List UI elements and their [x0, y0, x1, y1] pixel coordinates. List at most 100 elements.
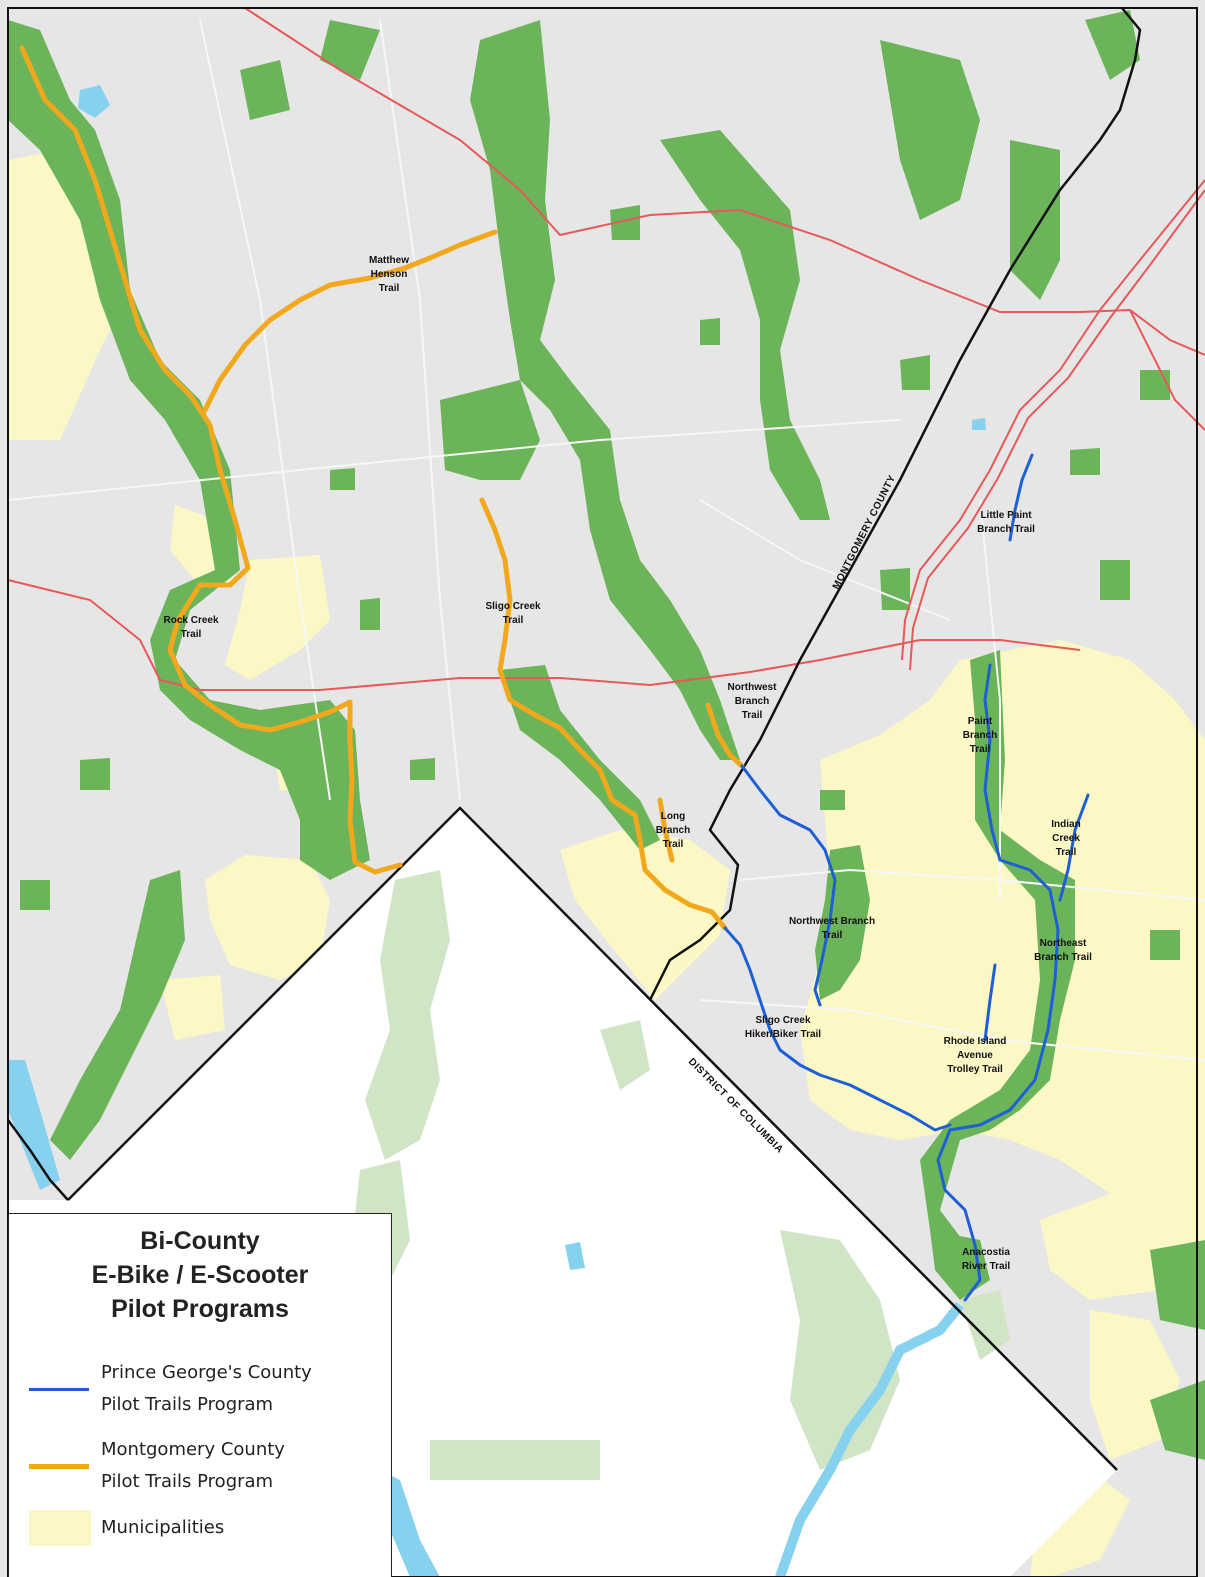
park-paint-branch-north [660, 130, 830, 520]
minor-road [739, 868, 1205, 901]
highway [244, 7, 1205, 356]
montgomery-trails-layer [19, 45, 745, 931]
park-northeast [880, 40, 980, 220]
highway [901, 179, 1205, 661]
municipality-area [560, 830, 730, 1000]
park-northeast-3 [1085, 10, 1140, 80]
minor-road [199, 19, 331, 801]
mc-trail-matthew-henson [202, 229, 498, 413]
legend-title-line: Bi-County [140, 1227, 260, 1255]
park-small [410, 758, 435, 780]
water-potomac [8, 1060, 60, 1190]
park-paint-branch-pg [920, 650, 1075, 1260]
mc-trail-northwest-branch [705, 702, 745, 769]
park-east [1150, 1240, 1205, 1330]
pg-trail-paint-branch [983, 663, 1002, 862]
pg-trail-northwest-branch [740, 764, 837, 1007]
park-small [820, 790, 845, 810]
legend-title: Bi-County E-Bike / E-Scooter Pilot Progr… [9, 1224, 391, 1326]
park-small [360, 598, 380, 630]
municipalities-layer [8, 150, 1205, 1577]
legend-title-line: Pilot Programs [111, 1295, 289, 1323]
pg-trail-anacostia [936, 1128, 982, 1302]
highway [1129, 309, 1205, 431]
park-small [320, 20, 380, 80]
water-body [565, 1242, 585, 1270]
minor-road [7, 419, 901, 501]
park-northeast-2 [1010, 140, 1060, 300]
dc-park [365, 870, 450, 1160]
park-small [900, 355, 930, 390]
park-sligo-creek [440, 380, 540, 480]
water-body [972, 418, 986, 430]
legend-line: Montgomery County [101, 1439, 285, 1460]
park-small [80, 758, 110, 790]
park-small [610, 205, 640, 240]
dc-boundary-west [6, 1119, 69, 1201]
legend-line: Pilot Trails Program [101, 1394, 274, 1415]
pg-trail-sligo-creek [723, 926, 952, 1132]
park-rock-creek [8, 20, 370, 880]
municipality-area [225, 555, 330, 680]
mc-trail-rock-creek [19, 45, 403, 875]
water-body [78, 85, 110, 118]
dc-park [960, 1290, 1010, 1360]
minor-road [979, 499, 1001, 900]
legend-line: Prince George's County [101, 1362, 312, 1383]
legend-line: Pilot Trails Program [101, 1471, 274, 1492]
park-small [880, 568, 910, 610]
park-small [700, 318, 720, 345]
legend-item-label: Montgomery County Pilot Trails Program [101, 1434, 285, 1498]
park-small [330, 468, 355, 490]
water-anacostia [775, 1301, 964, 1577]
water-potomac [380, 1470, 440, 1577]
minor-road [379, 19, 461, 801]
water-layer [8, 85, 986, 1577]
pg-trail-swatch [29, 1388, 89, 1391]
park-east-2 [1150, 1380, 1205, 1460]
park-small [240, 60, 290, 120]
montgomery-county-boundary [648, 7, 1142, 1001]
dc-boundary [67, 806, 1118, 1471]
mc-trail-sligo-creek [479, 497, 728, 931]
municipality-area [160, 975, 225, 1040]
pg-trail-indian-creek [1058, 793, 1090, 902]
park-small [1150, 930, 1180, 960]
mc-trail-swatch [29, 1464, 89, 1469]
park-small [1070, 448, 1100, 475]
municipality-area [1040, 1190, 1180, 1300]
park-small [1140, 370, 1170, 400]
legend-item-label: Municipalities [101, 1512, 224, 1544]
legend-item-label: Prince George's County Pilot Trails Prog… [101, 1357, 312, 1421]
park-northwest-branch [470, 20, 740, 760]
legend-title-line: E-Bike / E-Scooter [91, 1261, 309, 1289]
minor-road [699, 999, 1205, 1061]
highways-layer [7, 7, 1205, 691]
pg-trail-rhode-island [983, 963, 997, 1042]
dc-park [600, 1020, 650, 1090]
dc-park [430, 1440, 600, 1480]
pg-trails-layer [723, 453, 1090, 1302]
legend: Bi-County E-Bike / E-Scooter Pilot Progr… [8, 1213, 392, 1577]
highway [909, 189, 1205, 671]
minor-road [699, 499, 951, 621]
pg-trail-northeast-branch [948, 858, 1060, 1132]
boundaries-layer [6, 7, 1198, 1577]
map-border [7, 7, 1198, 1577]
municipalities-swatch [29, 1510, 91, 1546]
